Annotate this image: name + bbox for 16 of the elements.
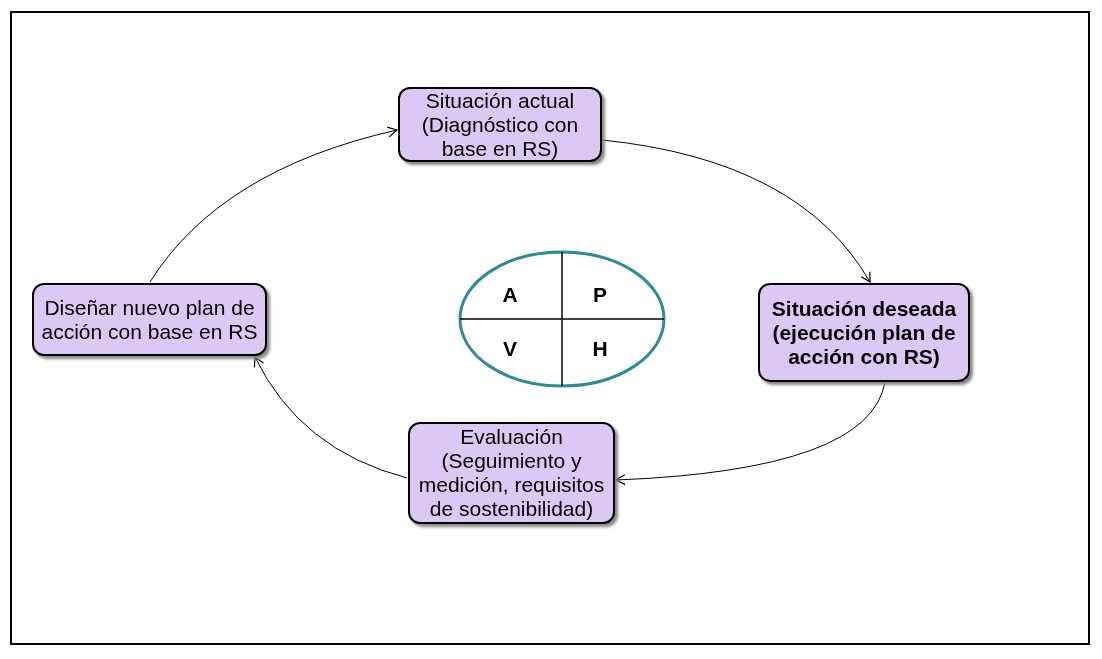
quadrant-circle xyxy=(458,250,666,388)
quadrant-letter: P xyxy=(592,283,608,307)
box-text: Diseñar nuevo plan de acción con base en RS xyxy=(40,295,259,344)
box-text: Situación deseada (ejecución plan de acción con RS) xyxy=(770,296,958,369)
quadrant-letter: H xyxy=(591,337,609,361)
process-box xyxy=(758,283,970,382)
arrow xyxy=(254,356,408,479)
quadrant-letter: V xyxy=(502,337,518,361)
arrow xyxy=(615,381,886,486)
process-box xyxy=(398,87,602,162)
arrow xyxy=(601,139,871,283)
quadrant-letter: A xyxy=(501,283,519,307)
box-text: Evaluación (Seguimiento y medición, requisitos de sostenibilidad) xyxy=(417,425,606,521)
process-box xyxy=(32,283,267,356)
arrow xyxy=(149,126,398,283)
box-text: Situación actual (Diagnóstico con base en RS) xyxy=(420,88,580,161)
